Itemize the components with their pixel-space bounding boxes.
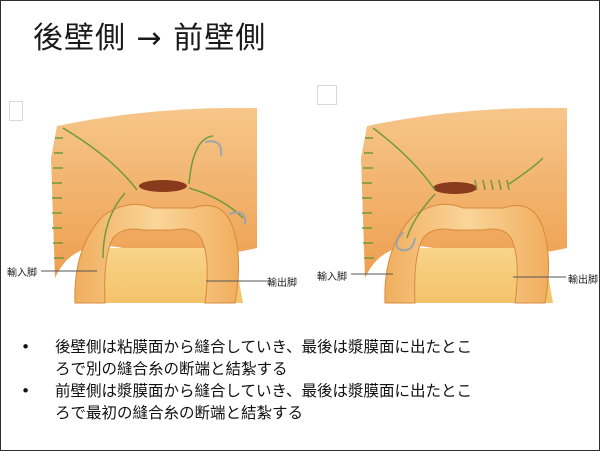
bullet-list: 後壁側は粘膜面から縫合していき、最後は漿膜面に出たところで別の縫合糸の断端と結紮…: [19, 336, 485, 424]
bullet-item: 前壁側は漿膜面から縫合していき、最後は漿膜面に出たところで最初の縫合糸の断端と結…: [19, 380, 485, 424]
bullet-item: 後壁側は粘膜面から縫合していき、最後は漿膜面に出たところで別の縫合糸の断端と結紮…: [19, 336, 485, 380]
